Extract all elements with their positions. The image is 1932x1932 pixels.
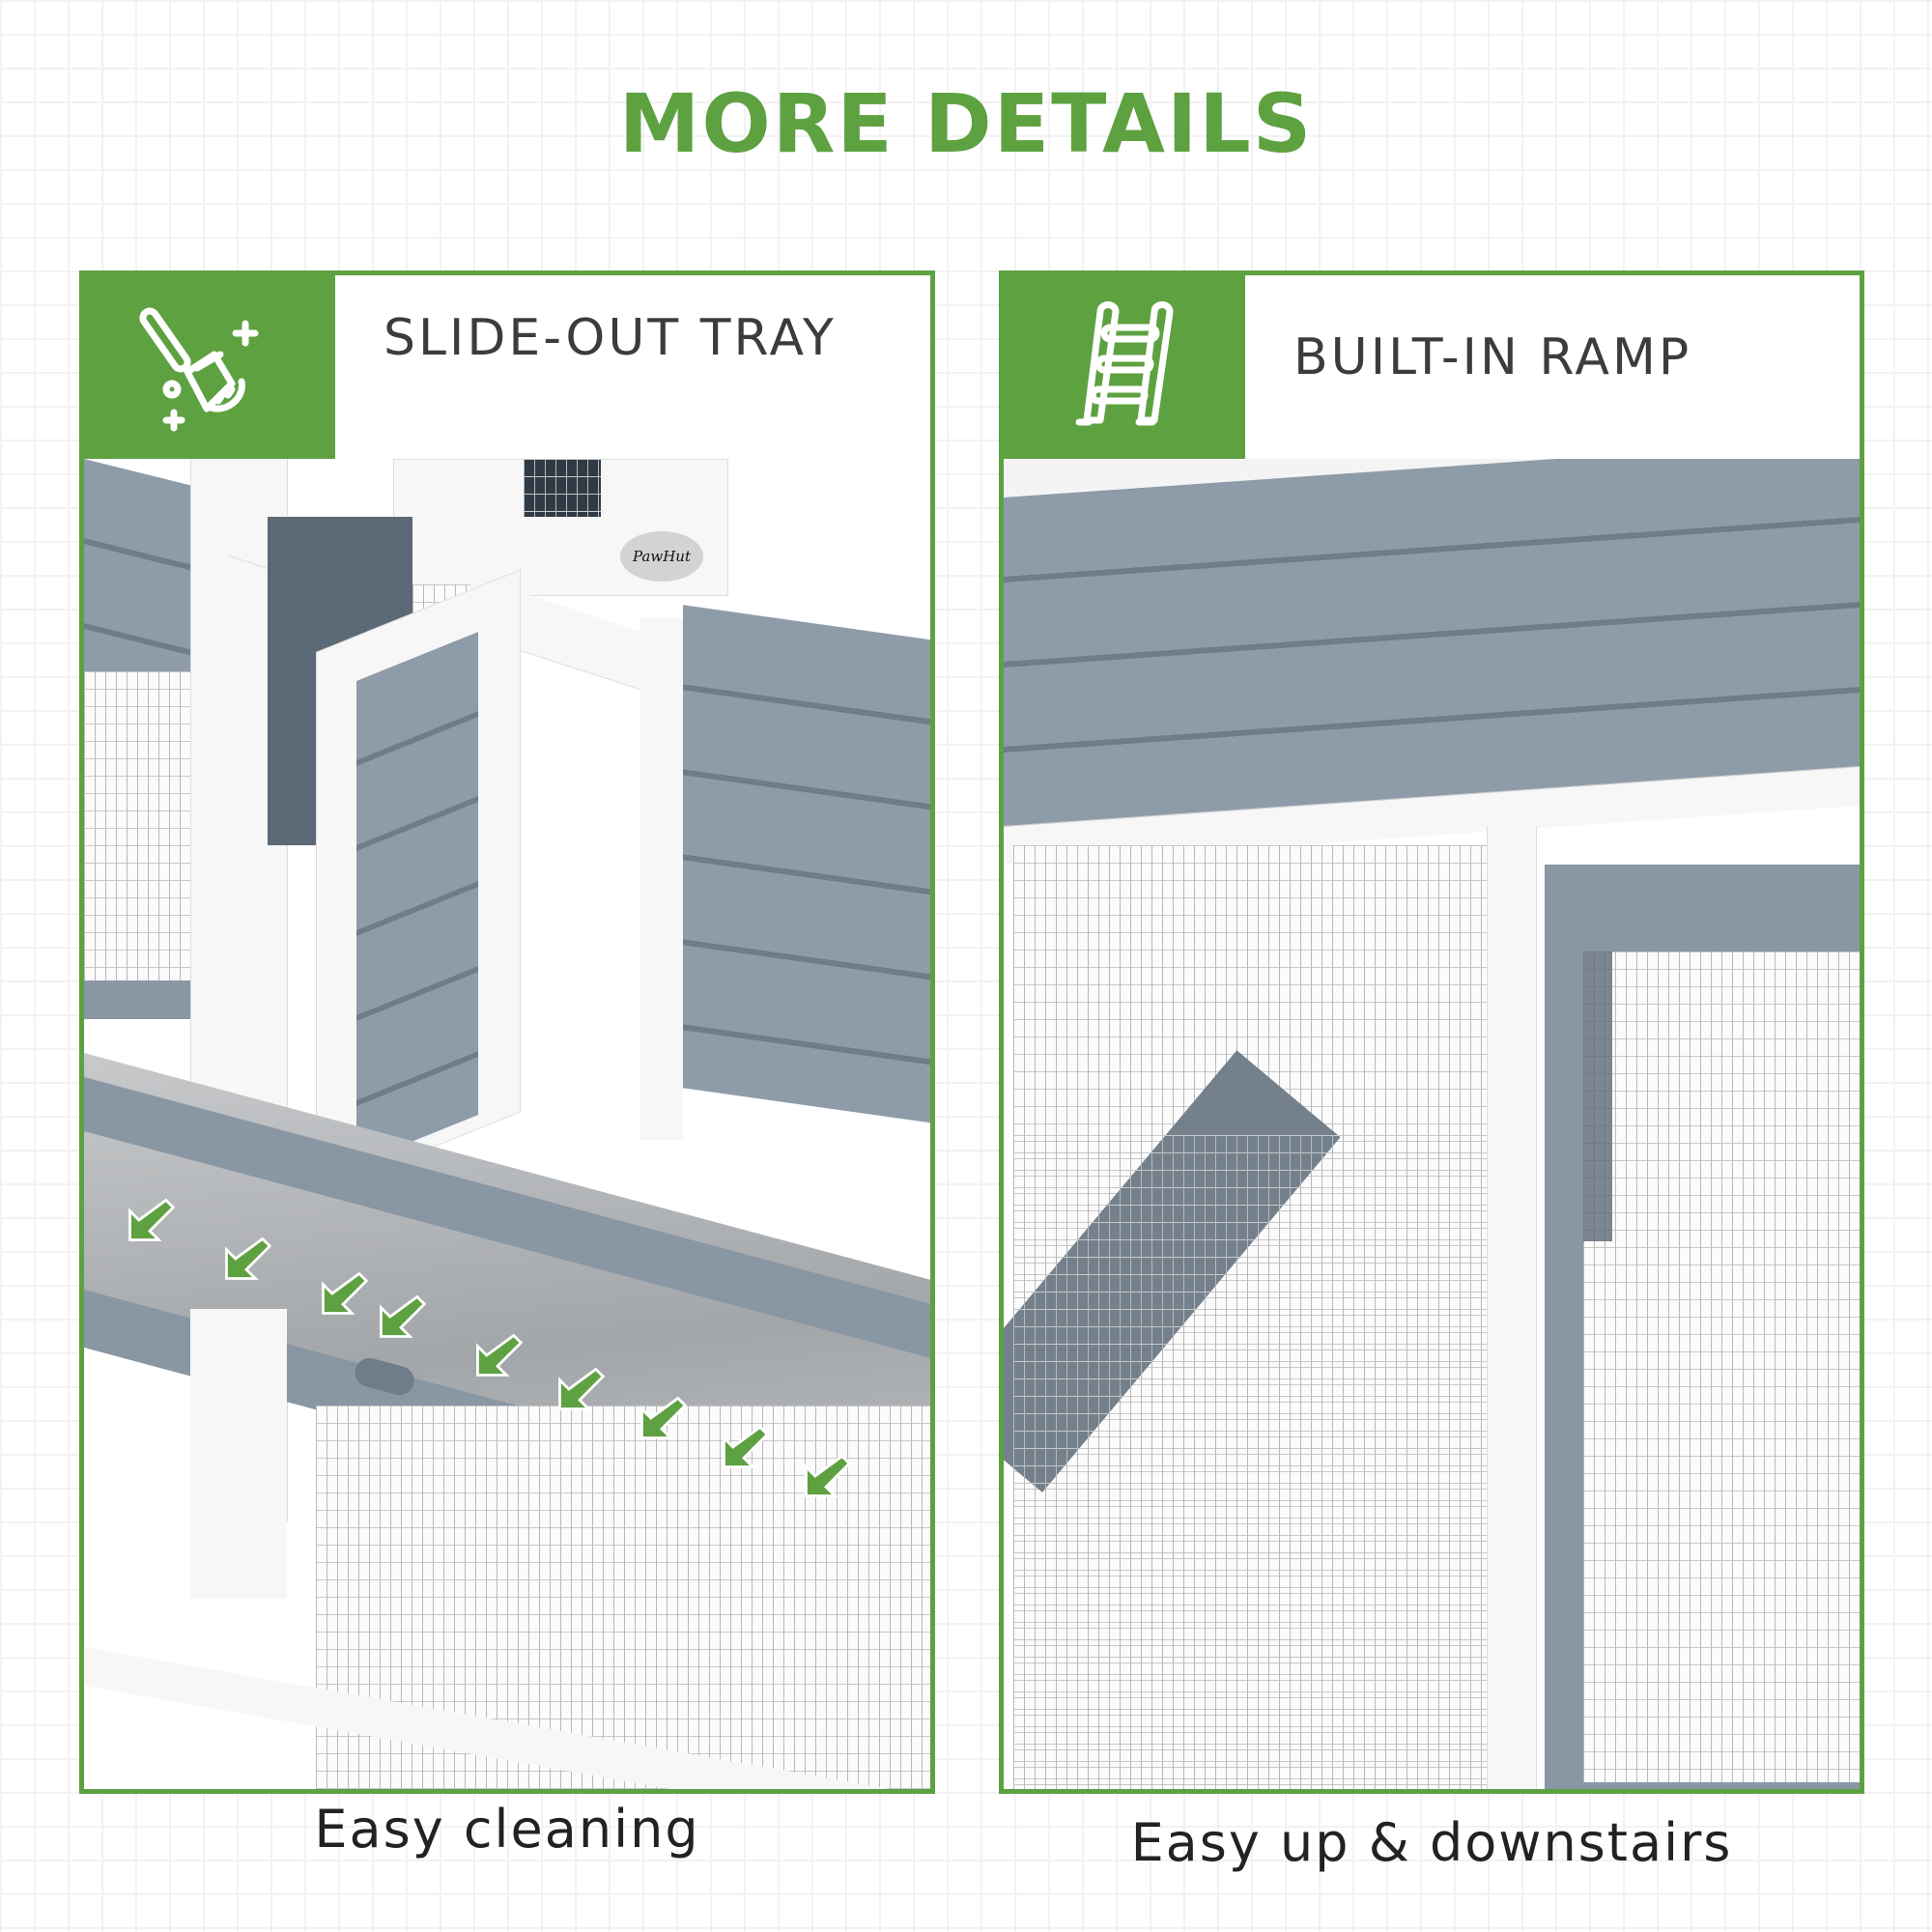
product-image-ramp	[1004, 459, 1860, 1789]
caption-easy-up-downstairs: Easy up & downstairs	[1130, 1812, 1733, 1873]
caption-easy-cleaning: Easy cleaning	[314, 1799, 700, 1860]
arrow-down-left-icon	[640, 1396, 688, 1439]
arrow-down-left-icon	[322, 1271, 369, 1315]
broom-sparkle-icon	[139, 307, 259, 432]
panel-header: SLIDE-OUT TRAY	[84, 275, 930, 459]
arrow-down-left-icon	[380, 1294, 427, 1338]
feature-panel-built-in-ramp: BUILT-IN RAMP	[999, 270, 1864, 1794]
feature-title: SLIDE-OUT TRAY	[384, 309, 837, 367]
arrow-down-left-icon	[476, 1333, 524, 1377]
arrow-down-left-icon	[805, 1454, 852, 1497]
product-image-tray: PawHut	[84, 459, 930, 1789]
icon-box	[1004, 275, 1245, 459]
page-title: MORE DETAILS	[618, 76, 1314, 171]
arrow-down-left-icon	[723, 1425, 770, 1468]
ladder-icon	[1075, 301, 1174, 426]
feature-panel-slide-out-tray: SLIDE-OUT TRAY PawHut	[79, 270, 935, 1794]
brand-logo: PawHut	[620, 531, 703, 582]
arrow-down-left-icon	[558, 1367, 606, 1410]
icon-box	[84, 275, 335, 459]
panel-header: BUILT-IN RAMP	[1004, 275, 1860, 459]
feature-title: BUILT-IN RAMP	[1293, 328, 1692, 386]
arrow-down-left-icon	[225, 1236, 272, 1280]
arrow-down-left-icon	[128, 1198, 176, 1241]
